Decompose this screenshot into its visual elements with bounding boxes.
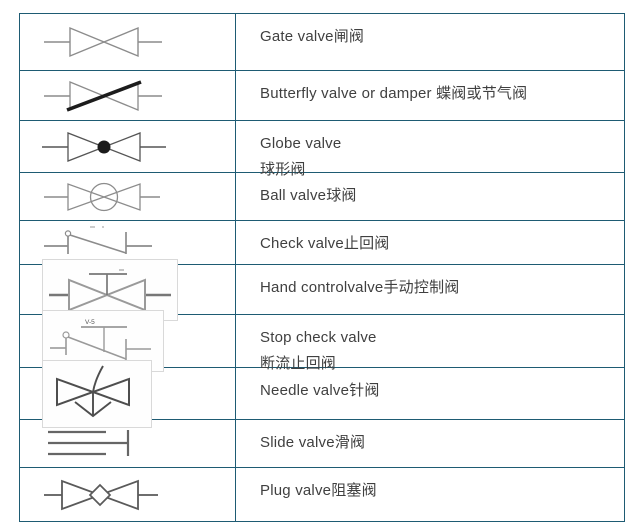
- globe-valve-symbol: [42, 131, 166, 162]
- symbol-frame: [42, 359, 152, 428]
- hand-control-valve-symbol: [49, 268, 171, 311]
- label-cell: Needle valve针阀: [236, 368, 624, 419]
- table-row: Needle valve针阀: [20, 359, 624, 428]
- table-row: Check valve止回阀: [20, 221, 624, 265]
- label-cell: Hand controlvalve手动控制阀: [236, 265, 624, 314]
- valve-label: Globe valve: [260, 135, 342, 152]
- valve-label: Ball valve球阀: [260, 187, 357, 204]
- label-cell: Stop check valve 断流止回阀: [236, 315, 624, 372]
- needle-valve-symbol: [56, 365, 130, 417]
- check-valve-symbol: [44, 225, 152, 254]
- table-row: Globe valve 球形阀: [20, 121, 624, 178]
- valve-label: Needle valve针阀: [260, 382, 380, 399]
- butterfly-valve-symbol: [44, 79, 162, 112]
- plug-valve-symbol: [44, 479, 158, 510]
- label-cell: Ball valve球阀: [236, 173, 624, 220]
- label-cell: Butterfly valve or damper 蝶阀或节气阀: [236, 71, 624, 120]
- valve-label: Plug valve阻塞阀: [260, 482, 377, 499]
- ball-valve-symbol: [44, 182, 160, 211]
- label-cell: Gate valve闸阀: [236, 14, 624, 70]
- symbol-cell: [20, 71, 236, 120]
- label-cell: Plug valve阻塞阀: [236, 468, 624, 521]
- symbol-cell: [20, 121, 236, 172]
- table-row: Slide valve滑阀: [20, 420, 624, 468]
- valve-label: Butterfly valve or damper 蝶阀或节气阀: [260, 85, 528, 102]
- symbol-cell: [20, 359, 236, 428]
- valve-label: 球形阀: [260, 161, 306, 178]
- table-row: Ball valve球阀: [20, 173, 624, 221]
- symbol-cell: [20, 221, 236, 264]
- valve-label: Stop check valve: [260, 329, 377, 346]
- symbol-cell: [20, 173, 236, 220]
- table-row: Gate valve闸阀: [20, 14, 624, 71]
- label-cell: Check valve止回阀: [236, 221, 624, 264]
- valve-symbol-table: Gate valve闸阀 Butterfly valve or damper 蝶阀…: [19, 13, 625, 522]
- symbol-cell: [20, 258, 236, 321]
- valve-label: Gate valve闸阀: [260, 28, 365, 45]
- valve-tag-label: V-5: [85, 319, 95, 326]
- label-cell: Globe valve 球形阀: [236, 121, 624, 178]
- slide-valve-symbol: [48, 429, 130, 456]
- valve-label: Slide valve滑阀: [260, 434, 366, 451]
- label-cell: Slide valve滑阀: [236, 420, 624, 467]
- valve-label: Check valve止回阀: [260, 235, 390, 252]
- symbol-cell: [20, 420, 236, 467]
- table-row: Plug valve阻塞阀: [20, 468, 624, 521]
- table-row: Butterfly valve or damper 蝶阀或节气阀: [20, 71, 624, 121]
- valve-label: 断流止回阀: [260, 355, 337, 372]
- symbol-cell: [20, 14, 236, 70]
- gate-valve-symbol: [44, 26, 162, 58]
- valve-label: Hand controlvalve手动控制阀: [260, 279, 460, 296]
- stop-check-valve-symbol: V-5: [50, 319, 151, 361]
- symbol-cell: [20, 468, 236, 521]
- table-row: Hand controlvalve手动控制阀: [20, 258, 624, 321]
